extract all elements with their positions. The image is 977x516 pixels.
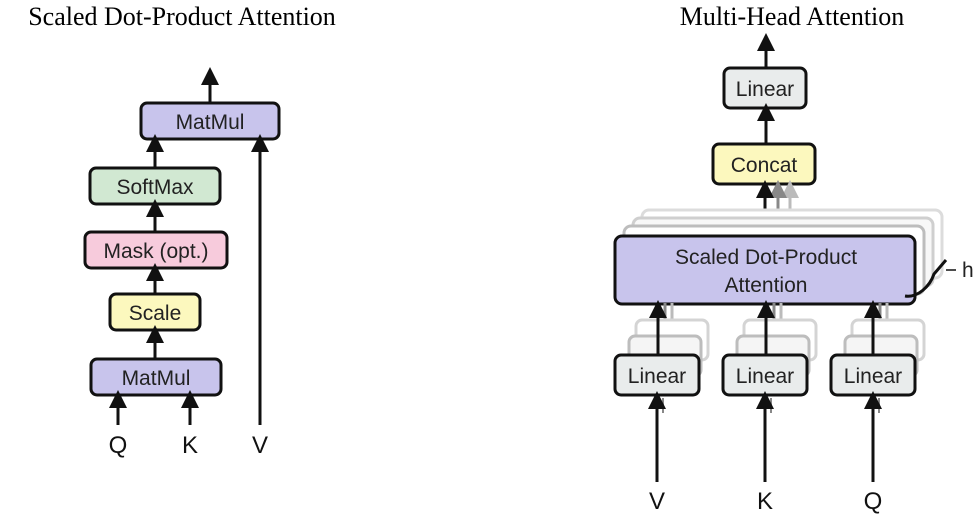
- concat-block: Concat: [711, 142, 817, 186]
- left-q-label: Q: [109, 432, 128, 459]
- linear-k-label: Linear: [736, 365, 794, 388]
- right-title: Multi-Head Attention: [680, 2, 905, 31]
- mask-block: Mask (opt.): [83, 230, 229, 270]
- matmul-top-label: MatMul: [176, 111, 245, 134]
- matmul-top-box: [139, 101, 281, 141]
- right-q-label: Q: [864, 488, 883, 515]
- left-v-label: V: [252, 432, 268, 459]
- heads-bracket: [904, 259, 948, 298]
- softmax-label: SoftMax: [116, 176, 194, 199]
- multi-head-panel: Multi-Head Attention Linear Concat Scale…: [613, 2, 974, 515]
- scale-label: Scale: [129, 302, 182, 325]
- linear-k-stack: Linear: [721, 300, 818, 413]
- matmul-bottom-block: MatMul: [89, 357, 223, 397]
- linear-q-stack: Linear: [829, 300, 926, 413]
- linear-q-label: Linear: [844, 365, 902, 388]
- left-k-label: K: [182, 432, 198, 459]
- softmax-block: SoftMax: [88, 166, 222, 206]
- mask-label: Mask (opt.): [103, 240, 208, 263]
- scaled-dot-product-panel: Scaled Dot-Product Attention MatMul Soft…: [28, 2, 336, 459]
- linear-out-label: Linear: [736, 78, 794, 101]
- right-v-label: V: [649, 488, 665, 515]
- attention-label-line1: Scaled Dot-Product: [675, 246, 857, 269]
- linear-out-block: Linear: [722, 66, 808, 110]
- right-k-label: K: [757, 488, 773, 515]
- matmul-top-block: MatMul: [139, 101, 281, 141]
- attention-label-line2: Attention: [725, 274, 808, 297]
- attention-block: Scaled Dot-Product Attention: [613, 234, 917, 306]
- linear-v-label: Linear: [628, 365, 686, 388]
- matmul-bottom-label: MatMul: [122, 367, 191, 390]
- scale-block: Scale: [108, 292, 202, 332]
- matmul-bottom-box: [89, 357, 223, 397]
- left-title: Scaled Dot-Product Attention: [28, 2, 336, 31]
- linear-v-stack: Linear: [613, 300, 710, 413]
- concat-label: Concat: [731, 154, 798, 177]
- heads-label: h: [962, 259, 974, 282]
